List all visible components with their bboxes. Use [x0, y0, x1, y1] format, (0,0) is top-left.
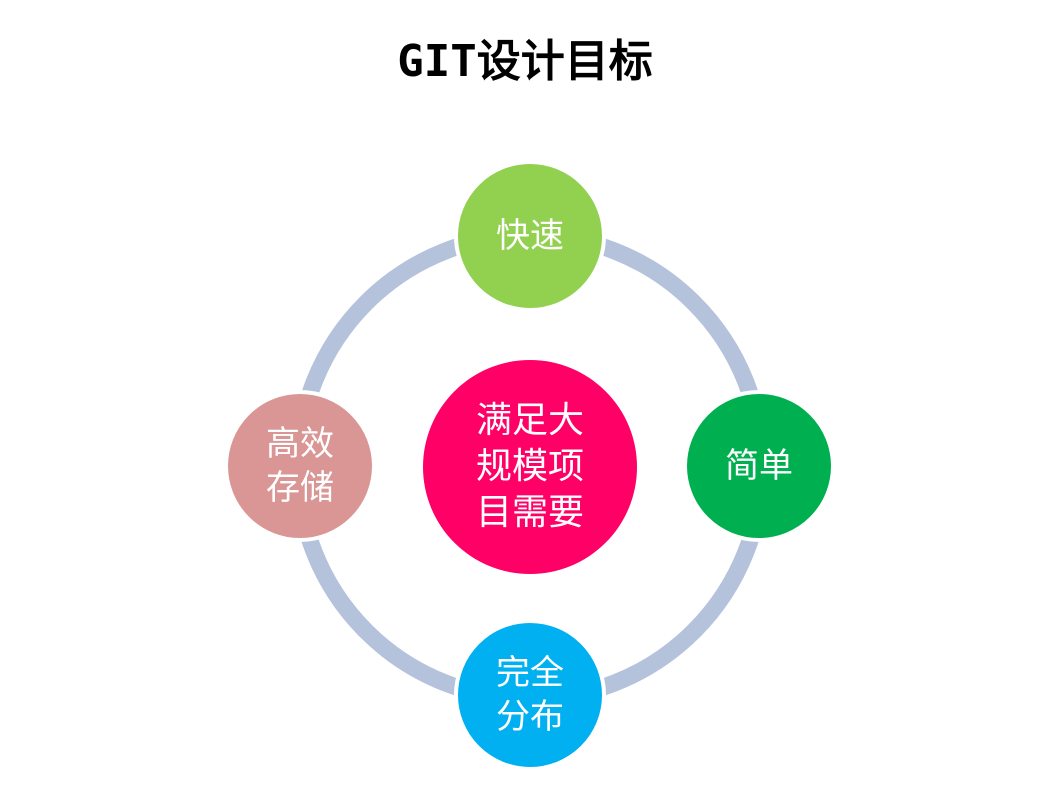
goal-node-simple: 简单: [683, 390, 835, 542]
goal-label-storage: 高效 存储: [266, 424, 334, 508]
center-goal-label: 满足大 规模项 目需要: [475, 400, 584, 533]
goal-label-distributed: 完全 分布: [496, 653, 564, 737]
center-goal-node: 满足大 规模项 目需要: [423, 360, 637, 574]
goal-label-simple: 简单: [725, 446, 793, 486]
goal-node-distributed: 完全 分布: [454, 619, 606, 771]
goal-label-fast: 快速: [496, 216, 564, 256]
page-title: GIT设计目标: [397, 36, 653, 87]
goal-node-storage: 高效 存储: [224, 390, 376, 542]
goal-node-fast: 快速: [454, 160, 606, 312]
